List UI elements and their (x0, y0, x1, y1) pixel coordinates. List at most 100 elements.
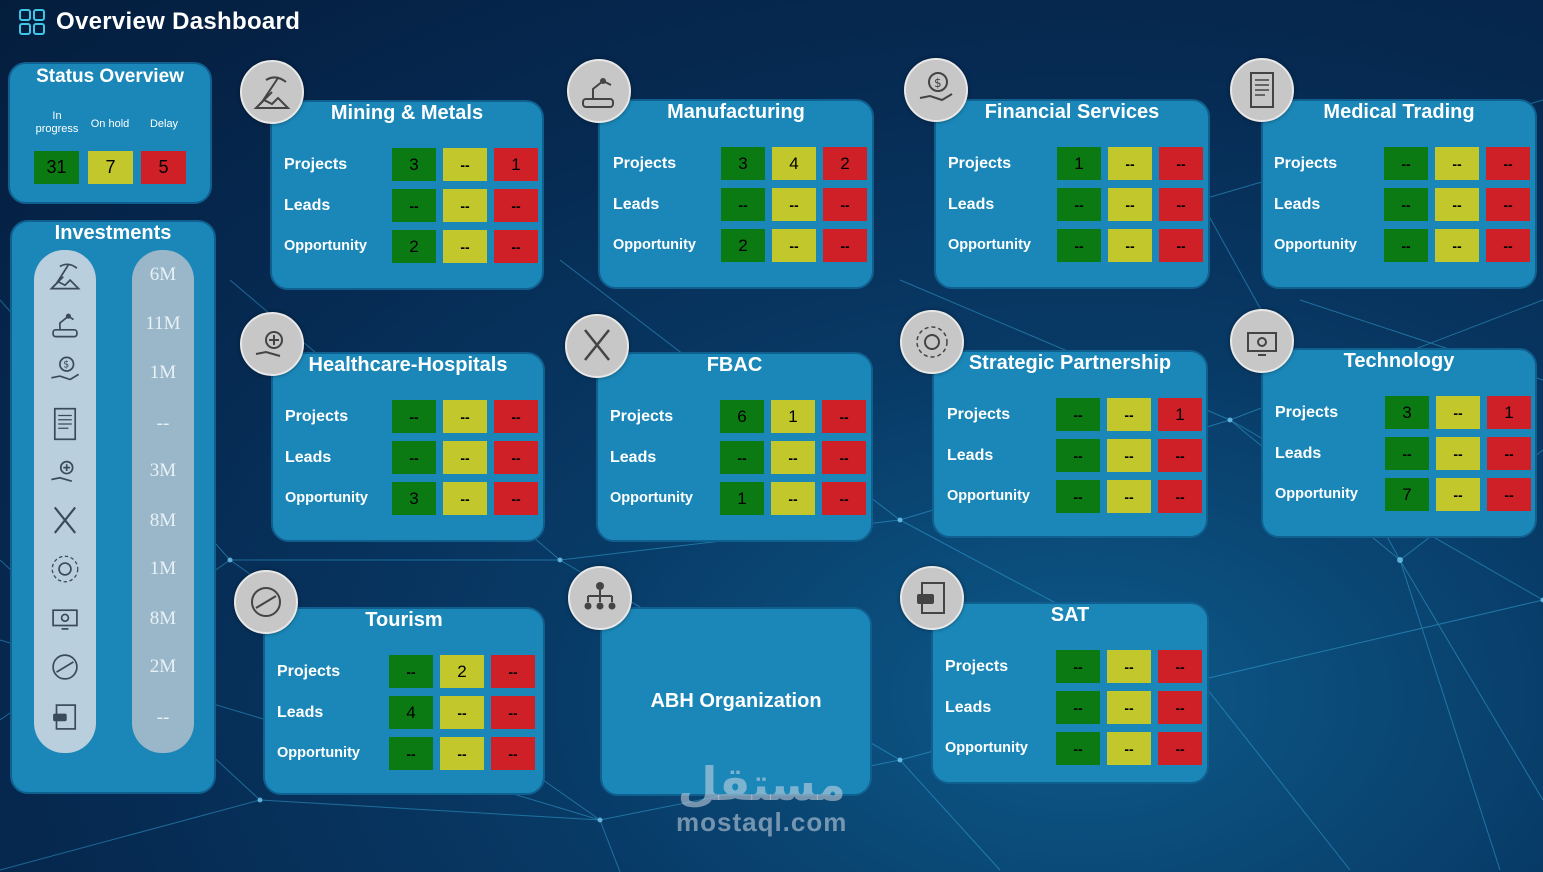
healthcare-opportunity-on-hold: -- (443, 482, 487, 515)
status-label-on-hold: On hold (90, 118, 130, 130)
healthcare-leads-label: Leads (285, 449, 332, 466)
globe-plane-icon (52, 654, 78, 680)
medical-leads-in-progress: -- (1384, 188, 1428, 221)
investments-panel: Investments $ 6M 11M 1M -- 3M 8M 1M 8M 2… (10, 220, 216, 794)
mining-badge (240, 60, 304, 124)
technology-leads-label: Leads (1275, 445, 1322, 462)
manufacturing-leads-label: Leads (613, 196, 660, 213)
manufacturing-leads-in-progress: -- (721, 188, 765, 221)
fork-knife-icon (53, 506, 77, 534)
strategic-projects-on-hold: -- (1107, 398, 1151, 431)
financial-hand-coin-icon: $ (919, 72, 953, 102)
manufacturing-title: Manufacturing (667, 101, 805, 123)
mining-projects-on-hold: -- (443, 148, 487, 181)
healthcare-projects-delay: -- (494, 400, 538, 433)
fbac-leads-on-hold: -- (771, 441, 815, 474)
manufacturing-leads-delay: -- (823, 188, 867, 221)
tourism-leads-in-progress: 4 (389, 696, 433, 729)
tourism-leads-on-hold: -- (440, 696, 484, 729)
technology-opportunity-label: Opportunity (1275, 486, 1358, 502)
medical-document-icon (53, 407, 77, 441)
manufacturing-opportunity-on-hold: -- (772, 229, 816, 262)
technology-opportunity-delay: -- (1487, 478, 1531, 511)
sat-opportunity-delay: -- (1158, 732, 1202, 765)
healthcare-leads-delay: -- (494, 441, 538, 474)
strategic-opportunity-on-hold: -- (1107, 480, 1151, 513)
financial-opportunity-on-hold: -- (1108, 229, 1152, 262)
tourism-leads-label: Leads (277, 704, 324, 721)
manufacturing-robot-icon (52, 313, 78, 338)
tourism-projects-label: Projects (277, 663, 341, 680)
medical-opportunity-on-hold: -- (1435, 229, 1479, 262)
technology-monitor-icon (52, 609, 78, 630)
mining-opportunity-delay: -- (494, 230, 538, 263)
fbac-projects-delay: -- (822, 400, 866, 433)
investment-fbac: 8M (149, 510, 177, 531)
technology-opportunity-on-hold: -- (1436, 478, 1480, 511)
technology-leads-in-progress: -- (1385, 437, 1429, 470)
gear-network-icon (51, 555, 79, 583)
sat-leads-delay: -- (1158, 691, 1202, 724)
mining-opportunity-in-progress: 2 (392, 230, 436, 263)
manufacturing-opportunity-in-progress: 2 (721, 229, 765, 262)
strategic-leads-label: Leads (947, 447, 994, 464)
technology-title: Technology (1343, 350, 1455, 372)
healthcare-projects-in-progress: -- (392, 400, 436, 433)
sat-leads-in-progress: -- (1056, 691, 1100, 724)
manufacturing-opportunity-delay: -- (823, 229, 867, 262)
mining-leads-in-progress: -- (392, 189, 436, 222)
status-overview-title: Status Overview (36, 66, 184, 87)
mining-projects-in-progress: 3 (392, 148, 436, 181)
org-chart-icon (584, 582, 616, 610)
manufacturing-badge (567, 59, 631, 123)
watermark-arabic: مستقل (677, 757, 846, 811)
strategic-leads-on-hold: -- (1107, 439, 1151, 472)
sat-badge (900, 566, 964, 630)
financial-projects-delay: -- (1159, 147, 1203, 180)
header: Overview Dashboard (18, 8, 300, 36)
tourism-opportunity-delay: -- (491, 737, 535, 770)
mining-icon (253, 76, 291, 109)
fbac-projects-on-hold: 1 (771, 400, 815, 433)
manufacturing-projects-on-hold: 4 (772, 147, 816, 180)
sat-leads-on-hold: -- (1107, 691, 1151, 724)
strategic-opportunity-in-progress: -- (1056, 480, 1100, 513)
fbac-projects-in-progress: 6 (720, 400, 764, 433)
investment-healthcare: 3M (149, 460, 177, 481)
manufacturing-robot-icon (582, 78, 614, 108)
mining-leads-on-hold: -- (443, 189, 487, 222)
tourism-projects-delay: -- (491, 655, 535, 688)
manufacturing-projects-in-progress: 3 (721, 147, 765, 180)
strategic-leads-in-progress: -- (1056, 439, 1100, 472)
financial-opportunity-delay: -- (1159, 229, 1203, 262)
investment-mining: 6M (149, 264, 177, 285)
abh-organization-title: ABH Organization (650, 690, 822, 712)
tourism-title: Tourism (365, 609, 443, 631)
sat-projects-on-hold: -- (1107, 650, 1151, 683)
financial-badge: $ (904, 58, 968, 122)
strategic-leads-delay: -- (1158, 439, 1202, 472)
financial-leads-delay: -- (1159, 188, 1203, 221)
medical-leads-on-hold: -- (1435, 188, 1479, 221)
globe-plane-icon (251, 587, 281, 617)
abh-organization-card[interactable]: ABH Organization (600, 607, 872, 796)
investment-technology: 8M (149, 608, 177, 629)
tourism-opportunity-label: Opportunity (277, 745, 360, 761)
medical-opportunity-in-progress: -- (1384, 229, 1428, 262)
medical-opportunity-delay: -- (1486, 229, 1530, 262)
mining-leads-label: Leads (284, 197, 331, 214)
tourism-opportunity-on-hold: -- (440, 737, 484, 770)
healthcare-leads-in-progress: -- (392, 441, 436, 474)
medical-projects-on-hold: -- (1435, 147, 1479, 180)
fbac-leads-delay: -- (822, 441, 866, 474)
